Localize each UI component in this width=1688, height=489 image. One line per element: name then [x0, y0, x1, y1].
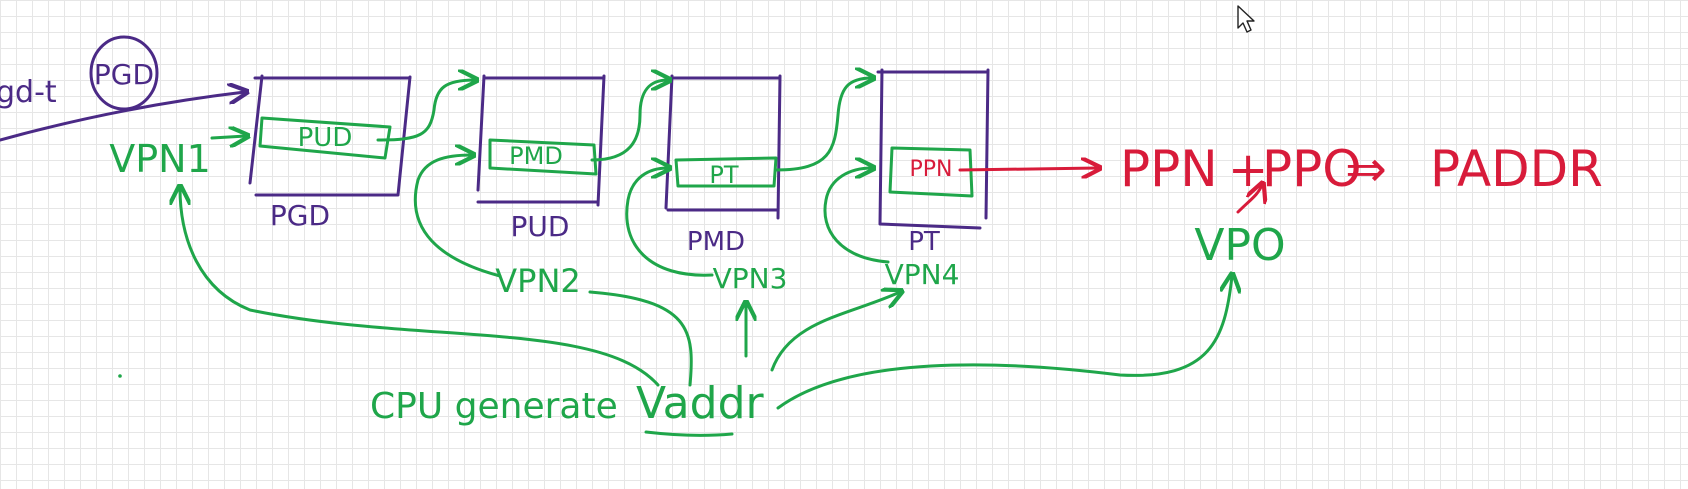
pt-table-label: PT [908, 227, 940, 257]
vpn3-label: VPN3 [713, 262, 788, 295]
ppn-label: PPN [1120, 140, 1218, 198]
vpn3-arrow [625, 168, 714, 277]
pgd-entry-label: PUD [298, 123, 353, 153]
pud-table: PMD PUD [476, 74, 606, 243]
implies-arrow: ⇒ [1345, 140, 1387, 198]
pgd-register-circle [89, 35, 159, 111]
pud-to-next-arrow [376, 80, 475, 142]
pud-table-label: PUD [511, 210, 570, 243]
pmd-entry-box [674, 156, 778, 188]
mouse-cursor-icon [1237, 5, 1255, 33]
pmd-to-next-arrow [590, 80, 668, 162]
pt-table-frame [876, 68, 990, 230]
pgd-entry-box [258, 116, 392, 160]
pmd-table: PT PMD [664, 74, 782, 257]
vpn2-label: VPN2 [495, 262, 580, 300]
vaddr-to-vpn4-arrow [770, 292, 900, 372]
paddr-label: PADDR [1430, 140, 1603, 198]
pud-table-frame [476, 74, 606, 207]
stray-dot [118, 374, 122, 378]
vpn1-label: VPN1 [109, 137, 211, 181]
pt-table: PPN PT [876, 68, 990, 257]
pgd-table-frame [248, 74, 412, 197]
vaddr-to-vpn2-line [588, 290, 693, 387]
cut-label: gd-t [0, 75, 57, 110]
ppo-label: PPO [1262, 140, 1362, 198]
vpn1-arrow [210, 136, 246, 138]
pmd-entry-label: PT [709, 161, 738, 189]
vpo-to-ppo-arrow [1236, 185, 1262, 214]
pgd-table: PUD PGD [248, 74, 412, 232]
pgd-register-label: PGD [94, 58, 154, 91]
pmd-table-frame [664, 74, 782, 220]
cpu-generate-label: CPU generate [370, 386, 618, 427]
vpn2-arrow [413, 155, 502, 278]
pgd-pointer-arrow [0, 92, 245, 142]
pt-entry-box [888, 146, 974, 198]
vaddr-label: Vaddr [636, 378, 765, 429]
pud-entry-label: PMD [509, 142, 563, 170]
vaddr-to-vpo-arrow [776, 276, 1232, 410]
vpn4-arrow [823, 168, 890, 264]
vaddr-to-vpn1-arrow [180, 188, 660, 387]
vpn4-label: VPN4 [885, 258, 960, 291]
pt-to-next-arrow [774, 78, 872, 172]
pud-entry-box [488, 138, 598, 176]
ppn-arrow [958, 168, 1098, 170]
vaddr-underline [644, 430, 734, 437]
pmd-table-label: PMD [687, 227, 745, 257]
pgd-table-label: PGD [270, 199, 330, 232]
pt-entry-label: PPN [910, 157, 953, 182]
vpo-label: VPO [1194, 220, 1285, 271]
